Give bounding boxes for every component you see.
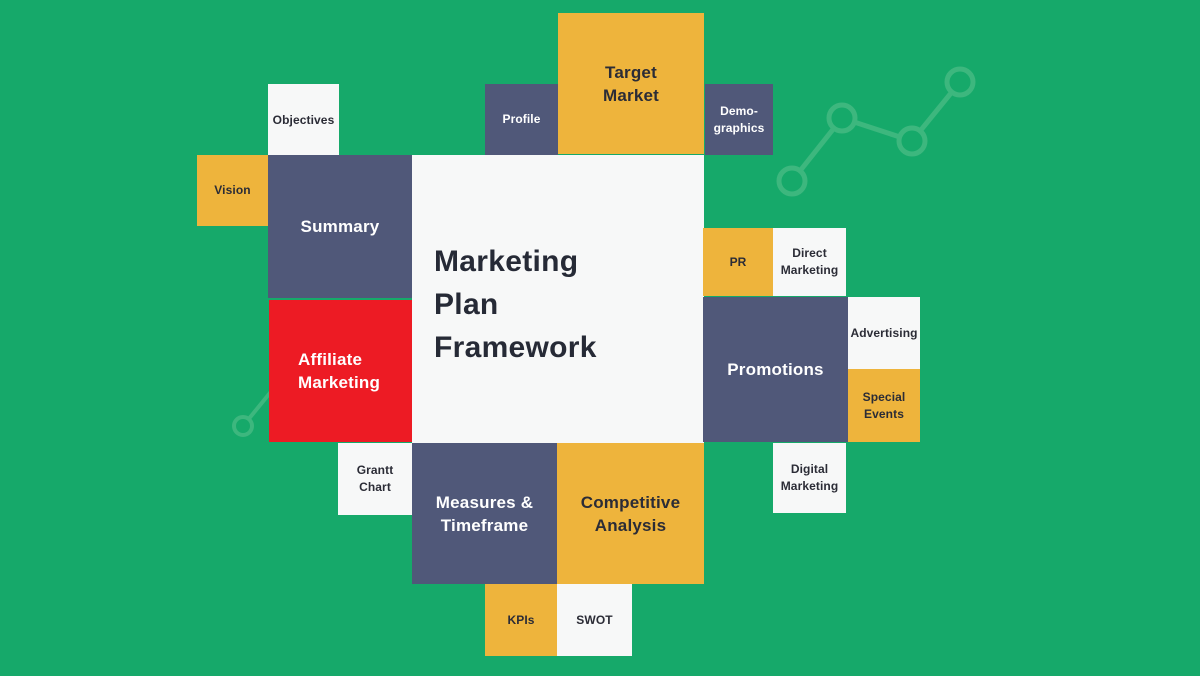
- block-label-line: Measures &: [435, 492, 534, 512]
- block-digital-marketing: Digital Marketing: [773, 443, 846, 513]
- block-affiliate-marketing: Affiliate Marketing: [269, 300, 412, 442]
- block-promotions: Promotions: [703, 297, 848, 442]
- block-label: Objectives: [272, 112, 335, 127]
- block-label: SWOT: [576, 612, 613, 627]
- block-label-line: Special: [862, 389, 906, 404]
- block-label-line: graphics: [713, 120, 765, 135]
- block-label-line: Marketing: [780, 479, 839, 493]
- block-swot: SWOT: [557, 584, 632, 656]
- block-competitive-analysis: Competitive Analysis: [557, 443, 704, 584]
- block-label: Promotions: [727, 360, 824, 379]
- block-label-line: Events: [864, 406, 904, 421]
- block-label: Profile: [502, 112, 541, 126]
- block-label-line: Target: [605, 62, 657, 82]
- block-label-line: Digital: [790, 462, 829, 476]
- block-summary: Summary: [268, 155, 412, 298]
- title-line: Framework: [434, 331, 597, 364]
- line-chart-decoration: [776, 66, 976, 197]
- diagram-title: Marketing Plan Framework: [412, 155, 704, 369]
- title-line: Plan: [434, 288, 499, 321]
- block-direct-marketing: Direct Marketing: [773, 228, 846, 296]
- block-special-events: Special Events: [848, 369, 920, 442]
- block-label-line: Timeframe: [440, 515, 529, 535]
- block-label-line: Demo-: [720, 103, 758, 118]
- block-pr: PR: [703, 228, 773, 296]
- block-label: Advertising: [850, 325, 918, 340]
- block-label: Summary: [300, 217, 380, 236]
- block-profile: Profile: [485, 84, 558, 155]
- block-label-line: Grantt: [356, 463, 394, 477]
- block-label-line: Direct: [792, 246, 827, 260]
- block-label-line: Chart: [359, 480, 391, 494]
- block-label-line: Marketing: [298, 373, 381, 392]
- block-label: KPIs: [507, 612, 535, 627]
- block-kpis: KPIs: [485, 584, 557, 656]
- block-label-line: Marketing: [780, 263, 839, 277]
- block-vision: Vision: [197, 155, 268, 226]
- block-demographics: Demo- graphics: [705, 84, 773, 155]
- block-grantt-chart: Grantt Chart: [338, 443, 412, 515]
- block-label-line: Competitive: [580, 492, 681, 512]
- block-label-line: Affiliate: [298, 350, 363, 369]
- center-title-card: Marketing Plan Framework: [412, 155, 704, 443]
- block-measures-timeframe: Measures & Timeframe: [412, 443, 557, 584]
- title-line: Marketing: [434, 245, 579, 278]
- block-label-line: Market: [602, 85, 659, 105]
- block-objectives: Objectives: [268, 84, 339, 156]
- block-label-line: Analysis: [594, 515, 667, 535]
- block-label: Vision: [214, 183, 251, 197]
- block-label: PR: [729, 254, 747, 269]
- block-advertising: Advertising: [848, 297, 920, 369]
- block-target-market: Target Market: [558, 13, 704, 154]
